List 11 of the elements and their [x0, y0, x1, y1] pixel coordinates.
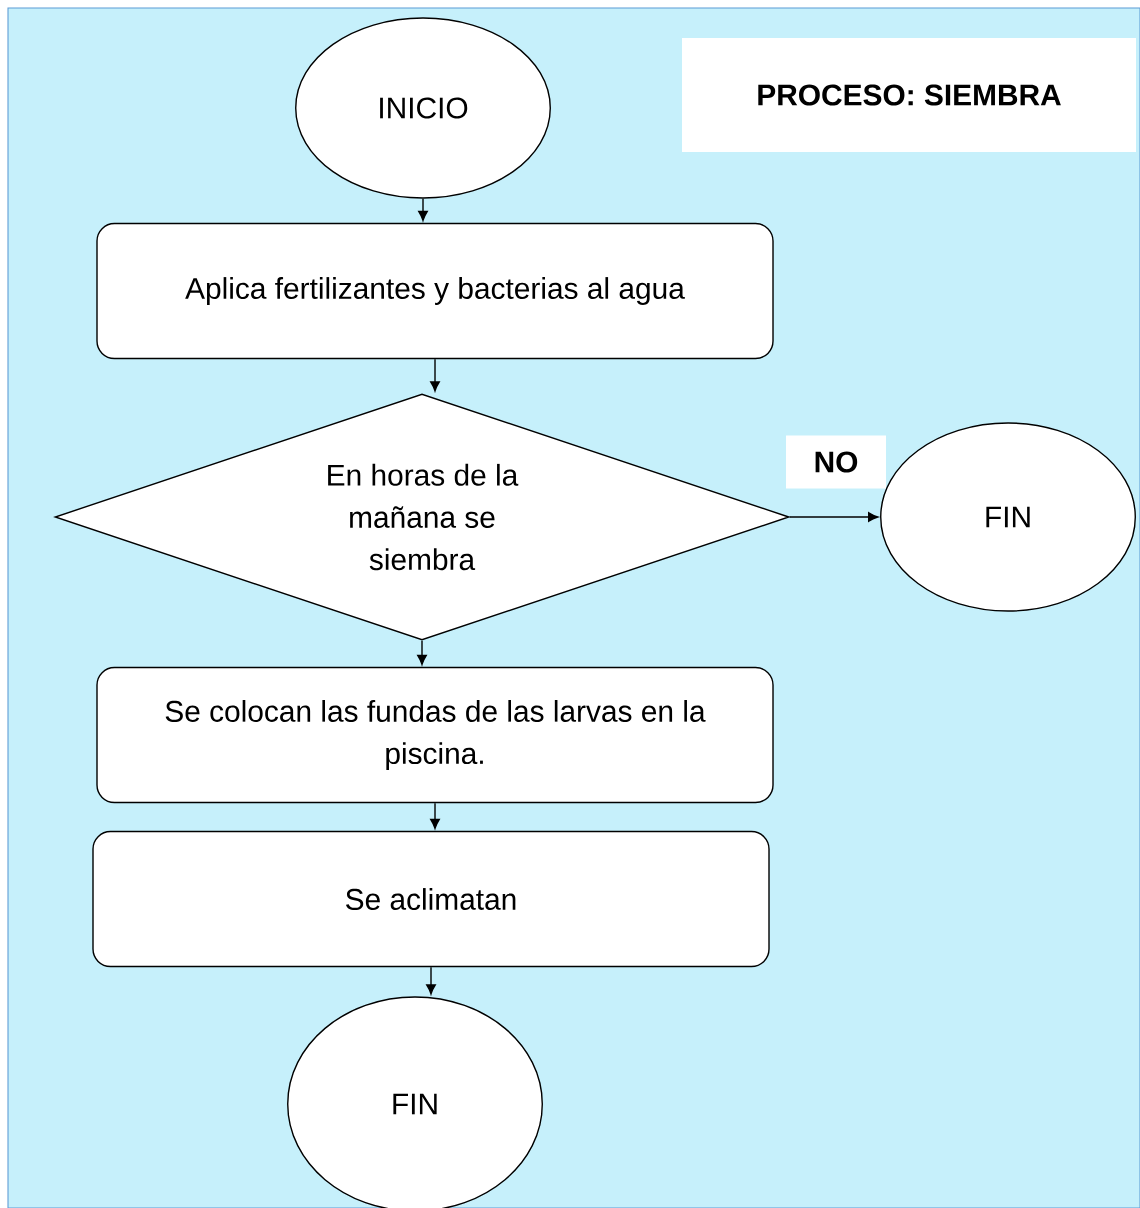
process-box: Se aclimatan — [92, 830, 770, 968]
process-box: Aplica fertilizantes y bacterias al agua — [96, 222, 774, 360]
title-box: PROCESO: SIEMBRA — [682, 38, 1136, 152]
arrow — [417, 640, 427, 666]
arrow — [789, 512, 879, 522]
arrow — [418, 198, 428, 222]
arrow — [426, 966, 436, 995]
arrow — [430, 358, 440, 392]
arrow — [430, 802, 440, 830]
edge-label: NO — [786, 435, 886, 489]
process-box: Se colocan las fundas de las larvas en la piscina. — [96, 666, 774, 804]
